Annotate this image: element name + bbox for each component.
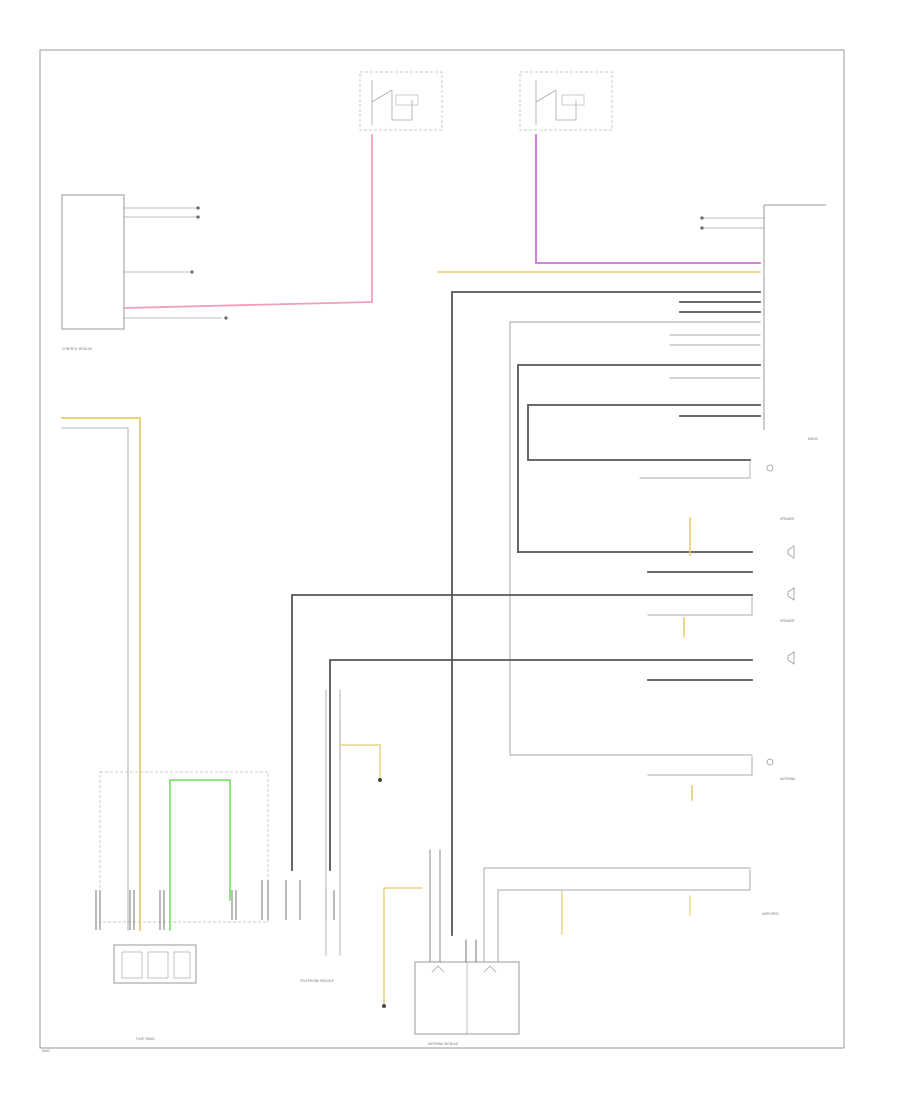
- wire-spk-1: [639, 461, 751, 479]
- wire-gray-radio2: [669, 334, 761, 346]
- wire-yellow-tel: [339, 744, 381, 779]
- fuse-box-right: [519, 71, 613, 131]
- wire-ant-3: [497, 869, 751, 963]
- connector-stubs: [95, 720, 341, 930]
- ground-point-2: [382, 1004, 386, 1008]
- wire-gray-left: [61, 427, 129, 931]
- wire-violet: [535, 134, 761, 264]
- control-module-box: [61, 194, 228, 330]
- wire-gray-ant: [509, 754, 753, 776]
- wire-tel-gray: [325, 689, 341, 956]
- wire-ant-4: [465, 939, 477, 963]
- wire-gray-radio: [509, 321, 761, 756]
- rear-speaker-label: SPEAKER: [780, 619, 795, 623]
- wire-yellow-ant: [383, 887, 423, 1005]
- speaker-icon: [766, 464, 795, 766]
- radio-label: RADIO: [808, 437, 819, 441]
- telephone-label: TELEPHONE MODULE: [299, 979, 334, 983]
- antenna-module: [414, 961, 520, 1035]
- radio-component: [700, 204, 826, 430]
- wire-yellow-left: [61, 417, 141, 931]
- wire-black-loop: [527, 404, 761, 461]
- diagram-border: [39, 49, 845, 1049]
- fuse-panel-dashed: [99, 771, 269, 923]
- antenna-module-label: ANTENNA MODULE: [428, 1042, 458, 1046]
- antenna-label: ANTENNA: [780, 777, 796, 781]
- front-speaker-label: SPEAKER: [780, 517, 795, 521]
- wire-spk-2: [647, 596, 753, 616]
- wire-ant-1: [429, 849, 441, 963]
- wire-green: [169, 779, 231, 931]
- amplifier-label: AMPLIFIER: [762, 912, 779, 916]
- fuse-panel: [113, 944, 197, 984]
- wire-ant-2: [483, 867, 751, 963]
- wire-black-1: [451, 291, 761, 936]
- wire-black-8: [291, 594, 753, 871]
- corner-label: DIAG: [42, 1049, 51, 1053]
- ground-point: [378, 778, 382, 782]
- wire-pink: [123, 134, 373, 309]
- control-module-label: CONTROL MODULE: [62, 347, 92, 351]
- wire-black-9: [329, 659, 753, 871]
- fuse-box-left: [359, 71, 443, 131]
- wire-black-4: [517, 364, 761, 553]
- fuse-panel-label: FUSE PANEL: [136, 1037, 156, 1041]
